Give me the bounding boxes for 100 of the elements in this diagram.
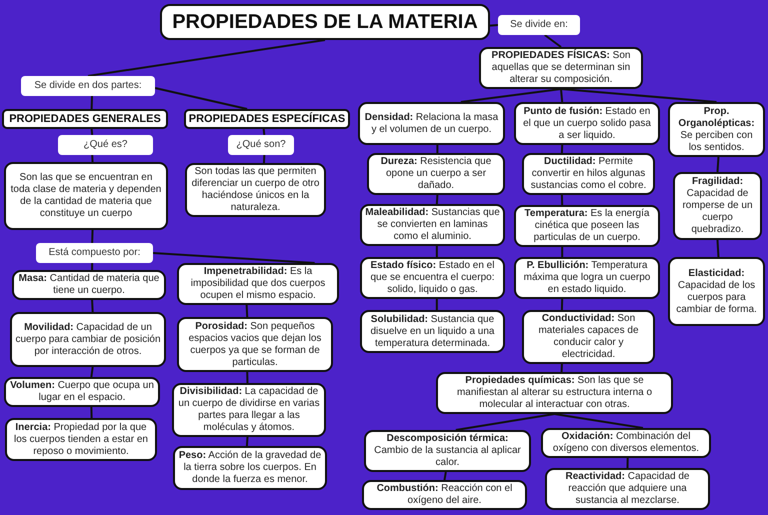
concept-text: Impenetrabilidad: Es la imposibilidad que dos cuerpos ocupen el mismo espacio. xyxy=(190,266,326,302)
concept-text: Dureza: Resistencia que opone un cuerpo a ser dañado. xyxy=(380,156,492,192)
concept-box xyxy=(177,263,339,305)
connector-line xyxy=(91,300,94,312)
concept-box xyxy=(12,270,166,300)
connector-line xyxy=(90,96,94,110)
connector-line xyxy=(560,144,564,154)
concept-box xyxy=(514,205,660,247)
concept-box xyxy=(10,312,166,367)
concept-text: Descomposición térmica: Cambio de la sustancia al aplicar calor. xyxy=(373,433,522,469)
concept-text: Fragilidad: Capacidad de romperse de un cuerpo quebradizo. xyxy=(681,176,754,236)
concept-box xyxy=(668,257,765,326)
connector-line xyxy=(554,413,644,429)
concept-text: PROPIEDADES FÍSICAS: Son aquellas que se determinan sin alterar su composición. xyxy=(490,50,632,86)
category-heading: PROPIEDADES ESPECÍFICAS xyxy=(188,112,346,126)
connector-line xyxy=(436,299,438,310)
linking-phrase: Está compuesto por: xyxy=(48,247,140,259)
linking-phrase-box xyxy=(36,243,153,263)
connector-line xyxy=(154,87,248,110)
connector-line xyxy=(90,406,93,418)
concept-box xyxy=(522,310,655,364)
connector-line xyxy=(262,154,266,164)
concept-text: Conductividad: Son materiales capaces de conducir calor y electricidad. xyxy=(537,313,640,361)
connector-line xyxy=(716,156,720,172)
connector-line xyxy=(91,230,94,244)
concept-text: Movilidad: Capacidad de un cuerpo para cambiar de posición por interacción de otros. xyxy=(15,322,161,358)
concept-text: Elasticidad: Capacidad de los cuerpos para cambiar de forma. xyxy=(675,268,758,316)
concept-text: Peso: Acción de la gravedad de la tierra sobre los cuerpos. En donde la fuerza es menor. xyxy=(178,450,322,486)
concept-text: Oxidación: Combinación del oxígeno con diversos elementos. xyxy=(552,431,700,455)
connector-line xyxy=(460,88,562,103)
connector-line xyxy=(91,262,94,270)
linking-phrase-box xyxy=(21,76,155,96)
connector-line xyxy=(560,364,563,372)
connector-line xyxy=(90,128,94,136)
concept-text: Porosidad: Son pequeños espacios vacios que dejan los cuerpos ya que se forman de particulas. xyxy=(188,320,322,368)
linking-phrase-box xyxy=(58,135,153,155)
category-box xyxy=(2,109,168,129)
concept-text: Inercia: Propiedad por la que los cuerpos tienden a estar en reposo o movimiento. xyxy=(13,422,149,458)
connector-line xyxy=(436,145,438,153)
concept-box xyxy=(185,163,326,217)
connector-line xyxy=(91,154,94,162)
connector-line xyxy=(560,88,717,103)
connector-line xyxy=(88,39,326,77)
concept-text: Prop. Organolépticas: Se perciben con los sentidos. xyxy=(677,106,756,154)
connector-line xyxy=(560,194,564,206)
concept-box xyxy=(177,317,333,372)
concept-text: Son todas las que permiten diferenciar un cuerpo de otro haciéndose únicos en la naturaleza. xyxy=(190,166,320,214)
title-box xyxy=(160,4,490,40)
title-text: PROPIEDADES DE LA MATERIA xyxy=(172,10,478,34)
connector-line xyxy=(490,24,498,27)
concept-box xyxy=(522,153,655,195)
linking-phrase: ¿Qué son? xyxy=(236,139,286,151)
concept-text: Divisibilidad: La capacidad de un cuerpo de dividirse en varias partes para llegar a las moléculas y átomos. xyxy=(177,386,321,434)
concept-text: Estado físico: Estado en el que se encuentra el cuerpo: solido, liquido o gas. xyxy=(370,260,496,296)
connector-line xyxy=(436,194,438,204)
linking-phrase: Se divide en: xyxy=(510,19,568,31)
concept-box xyxy=(541,428,711,458)
concept-box xyxy=(358,102,505,145)
concept-text: Temperatura: Es la energía cinética que poseen las particulas de un cuerpo. xyxy=(524,208,650,244)
concept-box xyxy=(4,377,160,407)
concept-box xyxy=(5,418,157,461)
connector-line xyxy=(716,240,720,258)
concept-text: P. Ebullición: Temperatura máxima que logra un cuerpo en estado liquido. xyxy=(522,260,652,296)
concept-text: Propiedades químicas: Son las que se manifiestan al alterar su estructura interna o molecular al interactuar con otras. xyxy=(456,375,654,411)
concept-box xyxy=(436,372,673,414)
connector-line xyxy=(544,34,562,48)
concept-box xyxy=(673,172,762,240)
concept-text: Ductilidad: Permite convertir en hilos algunas sustancias como el cobre. xyxy=(530,156,648,192)
category-heading: PROPIEDADES GENERALES xyxy=(9,112,161,126)
concept-box xyxy=(668,102,765,157)
concept-box xyxy=(360,310,505,353)
connector-line xyxy=(436,246,438,257)
connector-line xyxy=(90,366,94,378)
concept-box xyxy=(364,430,531,472)
concept-box xyxy=(545,468,710,510)
concept-text: Punto de fusión: Estado en el que un cuerpo solido pasa a ser liquido. xyxy=(522,106,652,142)
concept-text: Combustión: Reacción con el oxígeno del aire. xyxy=(376,483,514,507)
connector-line xyxy=(152,252,315,264)
linking-phrase-box xyxy=(228,135,294,155)
concept-box xyxy=(479,47,643,89)
concept-box xyxy=(4,162,168,230)
concept-text: Masa: Cantidad de materia que tiene un cuerpo. xyxy=(18,273,160,297)
concept-text: Maleabilidad: Sustancias que se convierten en laminas como el aluminio. xyxy=(365,207,500,243)
connector-line xyxy=(246,372,248,384)
concept-box xyxy=(367,153,505,195)
connector-line xyxy=(444,472,447,480)
concept-text: Solubilidad: Sustancia que disuelve en un liquido a una temperatura determinada. xyxy=(370,314,496,350)
connector-line xyxy=(560,298,564,310)
linking-phrase-box xyxy=(498,15,580,35)
connector-line xyxy=(246,304,248,318)
category-box xyxy=(184,109,350,129)
connector-line xyxy=(262,128,266,136)
connector-line xyxy=(626,458,629,468)
concept-text: Son las que se encuentran en toda clase de materia y dependen de la cantidad de materia que constituye un cuerpo xyxy=(10,172,162,220)
concept-text: Reactividad: Capacidad de reacción que adquiere una sustancia al mezclarse. xyxy=(564,471,690,507)
concept-box xyxy=(362,480,527,510)
linking-phrase: Se divide en dos partes: xyxy=(34,80,142,92)
connector-line xyxy=(560,88,564,102)
concept-box xyxy=(514,102,660,145)
concept-text: Volumen: Cuerpo que ocupa un lugar en el espacio. xyxy=(9,380,155,404)
